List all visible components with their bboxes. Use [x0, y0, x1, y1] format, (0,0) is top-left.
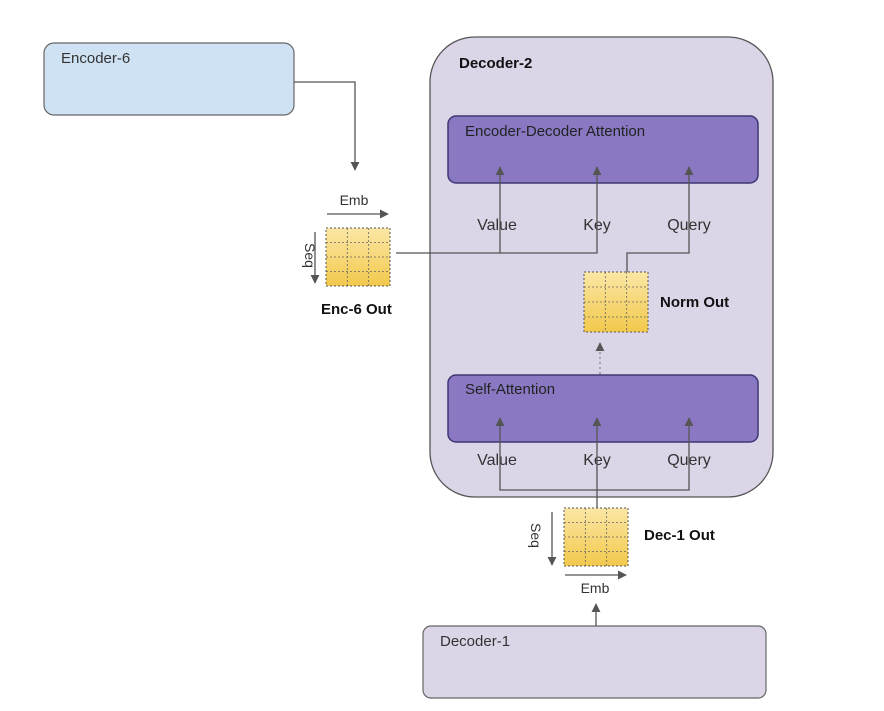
norm-out-title: Norm Out [660, 294, 729, 311]
dec-1-out-title: Dec-1 Out [644, 527, 715, 544]
enc-dec-attention-block: Encoder-Decoder Attention [447, 115, 759, 184]
enc-6-seq-label: Seq [302, 243, 318, 268]
enc-6-out-group: Emb Seq Enc-6 Out [302, 192, 392, 318]
encoder-6-to-enc-6-out-connector [294, 81, 360, 171]
norm-out-matrix [583, 271, 649, 333]
encoder-6-box [43, 42, 295, 116]
enc-dec-attention-box [447, 115, 759, 184]
dec-1-seq-label: Seq [528, 523, 544, 548]
enc-6-emb-label: Emb [340, 192, 369, 208]
self-attention-box [447, 374, 759, 443]
norm-out-to-query-connector [626, 166, 694, 272]
decoder-2-label: Decoder-2 [459, 55, 532, 72]
dec-1-out-group: Seq Dec-1 Out Emb [528, 507, 715, 596]
decoder-1-box [422, 625, 767, 699]
dec-1-emb-label: Emb [581, 580, 610, 596]
self-query-arrow [597, 417, 694, 491]
encoder-6-block: Encoder-6 [43, 42, 295, 116]
enc-dec-attention-label: Encoder-Decoder Attention [465, 123, 645, 140]
decoder-1-label: Decoder-1 [440, 633, 510, 650]
decoder-1-block: Decoder-1 [422, 625, 767, 699]
enc-dec-value-label: Value [477, 217, 517, 234]
enc-dec-key-arrow [500, 166, 602, 254]
dec-1-out-matrix [563, 507, 629, 567]
norm-out-group: Norm Out [583, 271, 729, 333]
enc-6-out-title: Enc-6 Out [321, 301, 392, 318]
encoder-6-label: Encoder-6 [61, 50, 130, 67]
self-attention-block: Self-Attention [447, 374, 759, 443]
enc-6-out-matrix [325, 227, 391, 287]
self-attention-label: Self-Attention [465, 381, 555, 398]
self-value-arrow [495, 417, 597, 491]
self-value-label: Value [477, 452, 517, 469]
